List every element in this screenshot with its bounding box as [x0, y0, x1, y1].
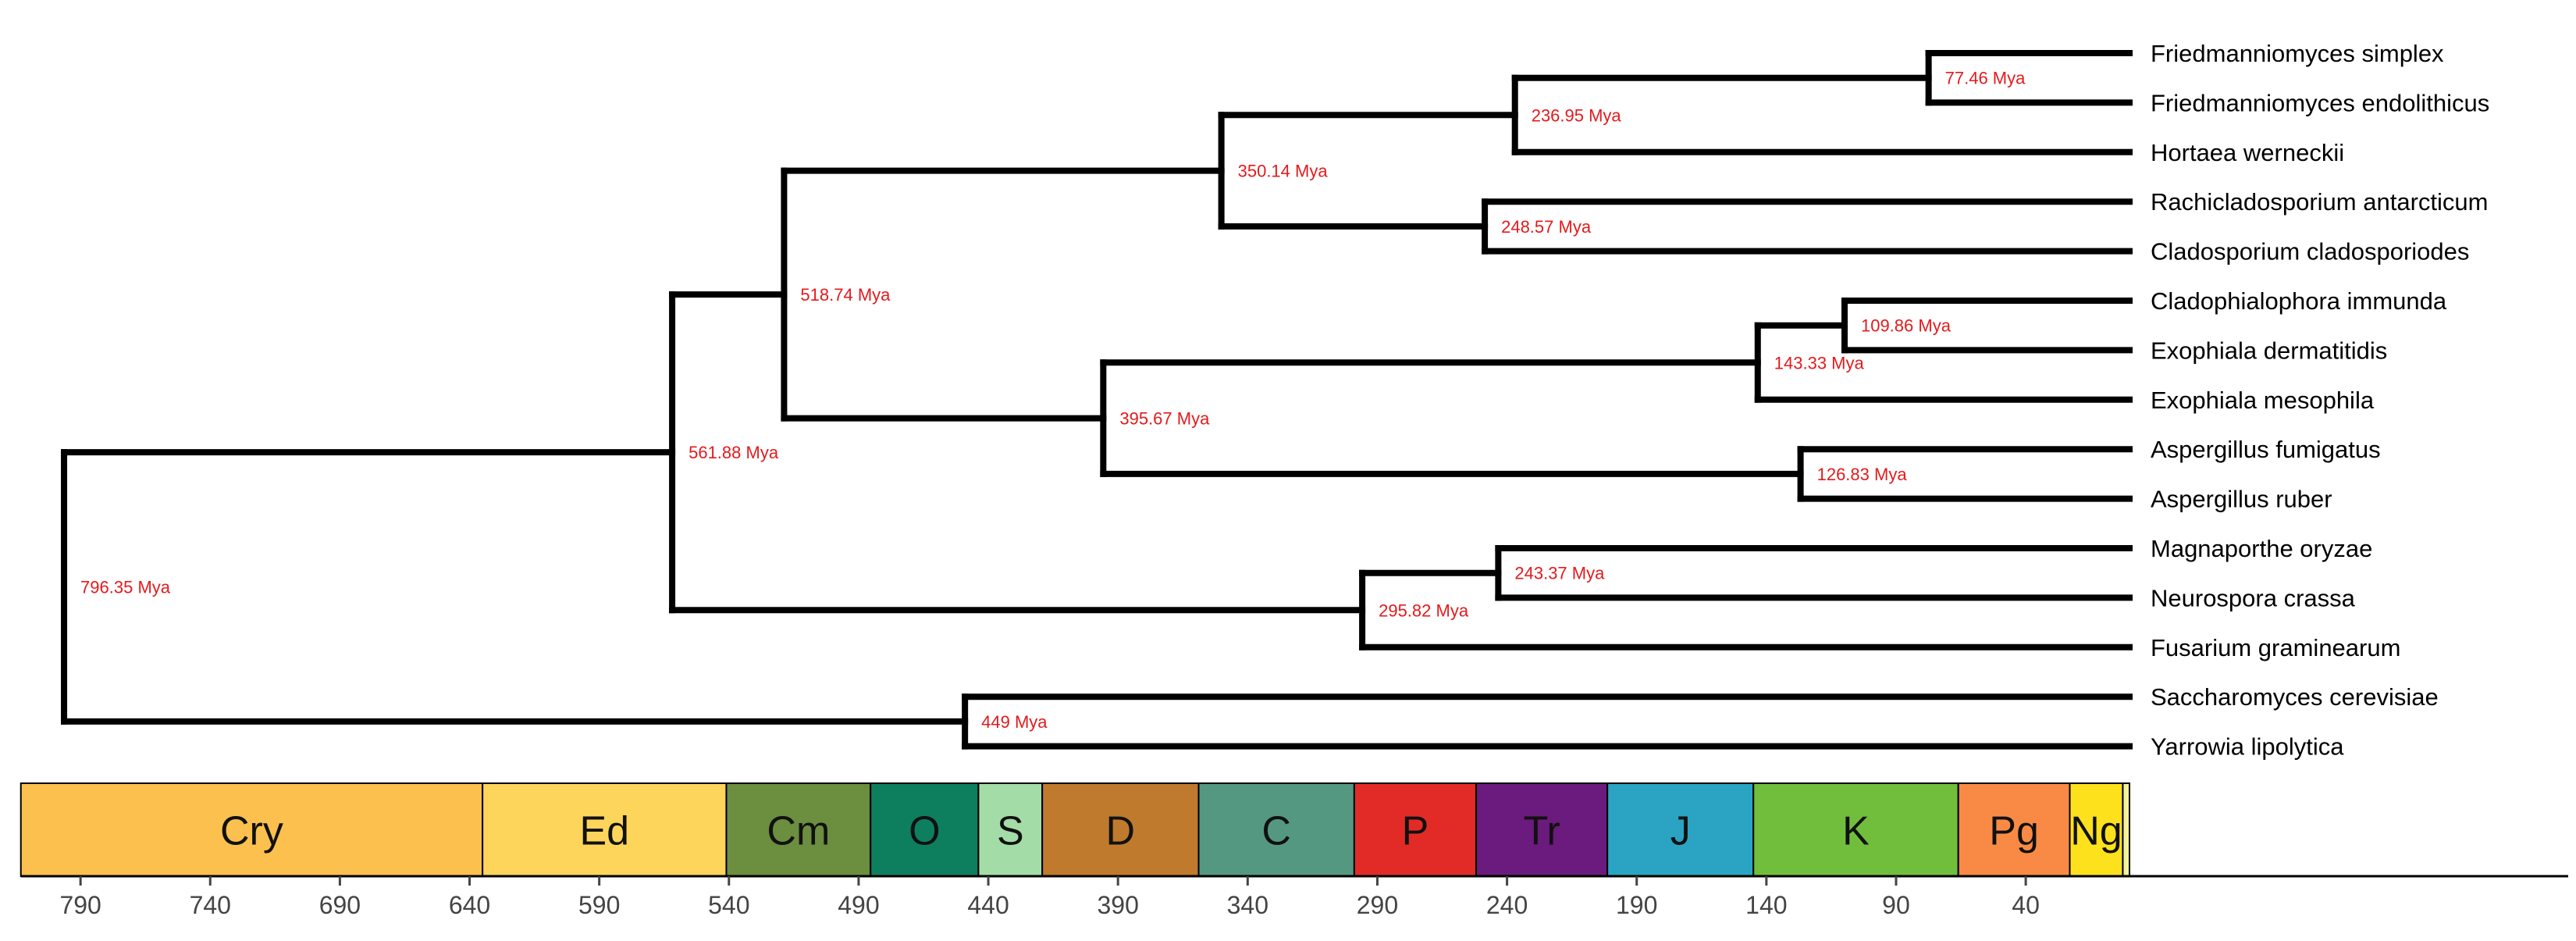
node-age-label-n3: 248.57 Mya [1501, 217, 1592, 237]
taxon-label-cladophialophora-immunda: Cladophialophora immunda [2151, 287, 2447, 315]
taxon-label-aspergillus-fumigatus: Aspergillus fumigatus [2151, 436, 2381, 463]
taxon-label-cladosporium-cladosporiodes: Cladosporium cladosporiodes [2151, 238, 2469, 266]
node-age-label-n10: 243.37 Mya [1514, 564, 1605, 583]
node-age-label-n12: 561.88 Mya [688, 443, 779, 462]
taxon-label-exophiala-mesophila: Exophiala mesophila [2151, 387, 2375, 414]
taxon-label-yarrowia-lipolytica: Yarrowia lipolytica [2151, 733, 2344, 761]
period-label-cry: Cry [220, 809, 283, 854]
period-label-k: K [1842, 809, 1870, 854]
geologic-timescale-bar: Cry Ed Cm O S D C P Tr J K Pg Ng [20, 782, 2131, 877]
period-box-cry [20, 782, 484, 877]
axis-tick-label: 440 [967, 891, 1009, 919]
tree-branches [61, 50, 2133, 750]
period-label-p: P [1402, 809, 1429, 854]
node-age-label-n6: 143.33 Mya [1774, 353, 1865, 372]
node-age-label-n11: 295.82 Mya [1379, 601, 1469, 620]
taxon-label-saccharomyces-cerevisiae: Saccharomyces cerevisiae [2151, 683, 2439, 711]
taxon-label-magnaporthe-oryzae: Magnaporthe oryzae [2151, 535, 2372, 562]
taxon-label-friedmanniomyces-endolithicus: Friedmanniomyces endolithicus [2151, 89, 2489, 116]
node-age-label-n2: 236.95 Mya [1532, 105, 1622, 125]
axis-tick-label: 590 [578, 891, 620, 919]
node-age-label-n8: 395.67 Mya [1119, 409, 1210, 429]
axis-tick-label: 490 [838, 891, 879, 919]
period-label-c: C [1261, 809, 1291, 854]
axis-tick-label: 340 [1227, 891, 1268, 919]
period-label-j: J [1670, 809, 1691, 854]
node-age-label-n13: 449 Mya [981, 712, 1048, 732]
axis-tick-label: 290 [1357, 891, 1398, 919]
node-age-label-n1: 77.46 Mya [1945, 69, 2026, 88]
period-box-pg [1957, 782, 2071, 877]
axis-tick-label: 390 [1097, 891, 1138, 919]
taxon-label-exophiala-dermatitidis: Exophiala dermatitidis [2151, 337, 2387, 364]
axis-tick-label: 640 [449, 891, 490, 919]
node-age-label-n7: 126.83 Mya [1817, 465, 1908, 484]
period-label-pg: Pg [1989, 809, 2039, 854]
taxon-label-aspergillus-ruber: Aspergillus ruber [2151, 486, 2332, 513]
node-age-label-n14: 796.35 Mya [80, 578, 171, 597]
period-box-d [1041, 782, 1200, 877]
taxon-labels: Friedmanniomyces simplexFriedmanniomyces… [2151, 40, 2489, 761]
node-age-label-n4: 350.14 Mya [1238, 162, 1329, 181]
period-box-recent [2122, 782, 2131, 877]
period-box-o [870, 782, 980, 877]
period-label-s: S [997, 809, 1024, 854]
period-box-ed [482, 782, 728, 877]
taxon-label-friedmanniomyces-simplex: Friedmanniomyces simplex [2151, 40, 2444, 67]
taxon-label-fusarium-graminearum: Fusarium graminearum [2151, 634, 2400, 661]
axis-tick-label: 740 [190, 891, 231, 919]
axis-tick-label: 540 [708, 891, 749, 919]
taxon-label-neurospora-crassa: Neurospora crassa [2151, 584, 2356, 611]
axis-tick-label: 140 [1745, 891, 1787, 919]
period-box-cm [725, 782, 872, 877]
axis-tick-label: 690 [319, 891, 361, 919]
axis-tick-label: 190 [1616, 891, 1657, 919]
axis-tick-label: 240 [1486, 891, 1528, 919]
node-age-labels: 77.46 Mya 236.95 Mya 248.57 Mya 350.14 Mya 1… [80, 69, 2026, 732]
axis-tick-label: 90 [1882, 891, 1910, 919]
time-axis: 790 740 690 640 590 540 490 440 390 340 290 240 190 1… [20, 875, 2568, 919]
period-label-cm: Cm [767, 809, 830, 854]
period-box-j [1606, 782, 1755, 877]
axis-tick-label: 40 [2012, 891, 2040, 919]
period-label-ed: Ed [580, 809, 630, 854]
node-age-label-n5: 109.86 Mya [1861, 316, 1952, 336]
period-label-ng: Ng [2070, 809, 2122, 854]
period-label-d: D [1106, 809, 1136, 854]
period-label-tr: Tr [1524, 809, 1560, 854]
period-box-p [1353, 782, 1478, 877]
period-label-o: O [909, 809, 940, 854]
node-age-label-n9: 518.74 Mya [800, 285, 891, 305]
axis-tick-label: 790 [59, 891, 101, 919]
taxon-label-hortaea-werneckii: Hortaea werneckii [2151, 139, 2344, 166]
taxon-label-rachicladosporium-antarcticum: Rachicladosporium antarcticum [2151, 188, 2488, 216]
